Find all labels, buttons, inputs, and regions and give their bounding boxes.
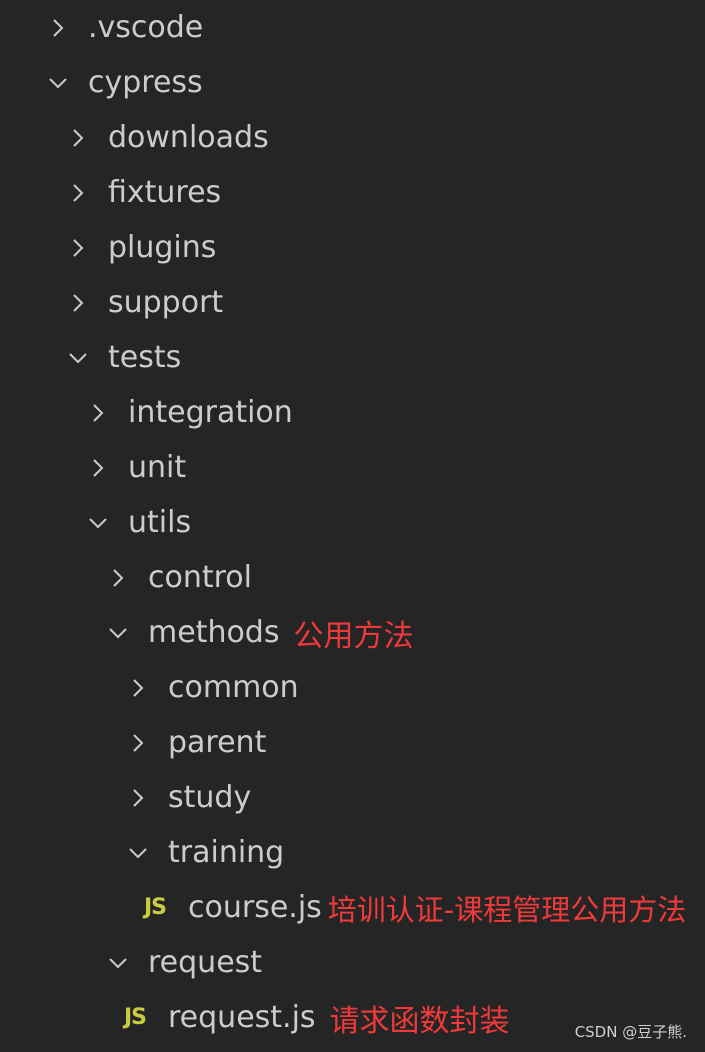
chevron-down-icon bbox=[108, 623, 128, 643]
chevron-down-icon bbox=[88, 513, 108, 533]
folder-label: utils bbox=[128, 505, 192, 540]
tree-item-tests[interactable]: tests bbox=[0, 330, 705, 385]
tree-item-integration[interactable]: integration bbox=[0, 385, 705, 440]
chevron-down-icon bbox=[48, 73, 68, 93]
tree-item-common[interactable]: common bbox=[0, 660, 705, 715]
folder-label: downloads bbox=[108, 120, 269, 155]
tree-item-plugins[interactable]: plugins bbox=[0, 220, 705, 275]
tree-item-request-js[interactable]: JS request.js 请求函数封装 bbox=[0, 990, 705, 1045]
folder-label: fixtures bbox=[108, 175, 222, 210]
tree-item-control[interactable]: control bbox=[0, 550, 705, 605]
folder-label: unit bbox=[128, 450, 187, 485]
folder-label: training bbox=[168, 835, 285, 870]
tree-item-parent[interactable]: parent bbox=[0, 715, 705, 770]
file-label: course.js bbox=[188, 890, 322, 925]
chevron-right-icon bbox=[128, 733, 148, 753]
tree-item-methods[interactable]: methods 公用方法 bbox=[0, 605, 705, 660]
tree-item-training[interactable]: training bbox=[0, 825, 705, 880]
folder-label: tests bbox=[108, 340, 182, 375]
annotation-note: 公用方法 bbox=[293, 618, 414, 654]
chevron-down-icon bbox=[68, 348, 88, 368]
folder-label: methods bbox=[148, 615, 280, 650]
tree-item-study[interactable]: study bbox=[0, 770, 705, 825]
chevron-right-icon bbox=[128, 788, 148, 808]
chevron-right-icon bbox=[128, 678, 148, 698]
watermark: CSDN @豆子熊. bbox=[574, 1023, 687, 1041]
tree-item-vscode[interactable]: .vscode bbox=[0, 0, 705, 55]
folder-label: parent bbox=[168, 725, 267, 760]
js-file-icon: JS bbox=[124, 1005, 147, 1030]
chevron-right-icon bbox=[108, 568, 128, 588]
chevron-right-icon bbox=[68, 128, 88, 148]
tree-item-request[interactable]: request bbox=[0, 935, 705, 990]
folder-label: request bbox=[148, 945, 263, 980]
file-label: request.js bbox=[168, 1000, 316, 1035]
tree-item-downloads[interactable]: downloads bbox=[0, 110, 705, 165]
folder-label: cypress bbox=[88, 65, 203, 100]
annotation-note: 请求函数封装 bbox=[329, 1003, 510, 1039]
js-file-icon: JS bbox=[144, 895, 167, 920]
folder-label: integration bbox=[128, 395, 293, 430]
tree-item-course-js[interactable]: JS course.js 培训认证-课程管理公用方法 bbox=[0, 880, 705, 935]
tree-item-fixtures[interactable]: fixtures bbox=[0, 165, 705, 220]
chevron-right-icon bbox=[48, 18, 68, 38]
folder-label: support bbox=[108, 285, 224, 320]
folder-label: control bbox=[148, 560, 252, 595]
tree-item-utils[interactable]: utils bbox=[0, 495, 705, 550]
chevron-right-icon bbox=[68, 183, 88, 203]
tree-item-unit[interactable]: unit bbox=[0, 440, 705, 495]
chevron-down-icon bbox=[108, 953, 128, 973]
chevron-right-icon bbox=[88, 458, 108, 478]
tree-item-support[interactable]: support bbox=[0, 275, 705, 330]
chevron-down-icon bbox=[128, 843, 148, 863]
folder-label: common bbox=[168, 670, 299, 705]
folder-label: study bbox=[168, 780, 252, 815]
chevron-right-icon bbox=[88, 403, 108, 423]
folder-label: plugins bbox=[108, 230, 217, 265]
tree-item-cypress[interactable]: cypress bbox=[0, 55, 705, 110]
chevron-right-icon bbox=[68, 293, 88, 313]
chevron-right-icon bbox=[68, 238, 88, 258]
annotation-note: 培训认证-课程管理公用方法 bbox=[327, 892, 687, 927]
folder-label: .vscode bbox=[88, 10, 204, 45]
